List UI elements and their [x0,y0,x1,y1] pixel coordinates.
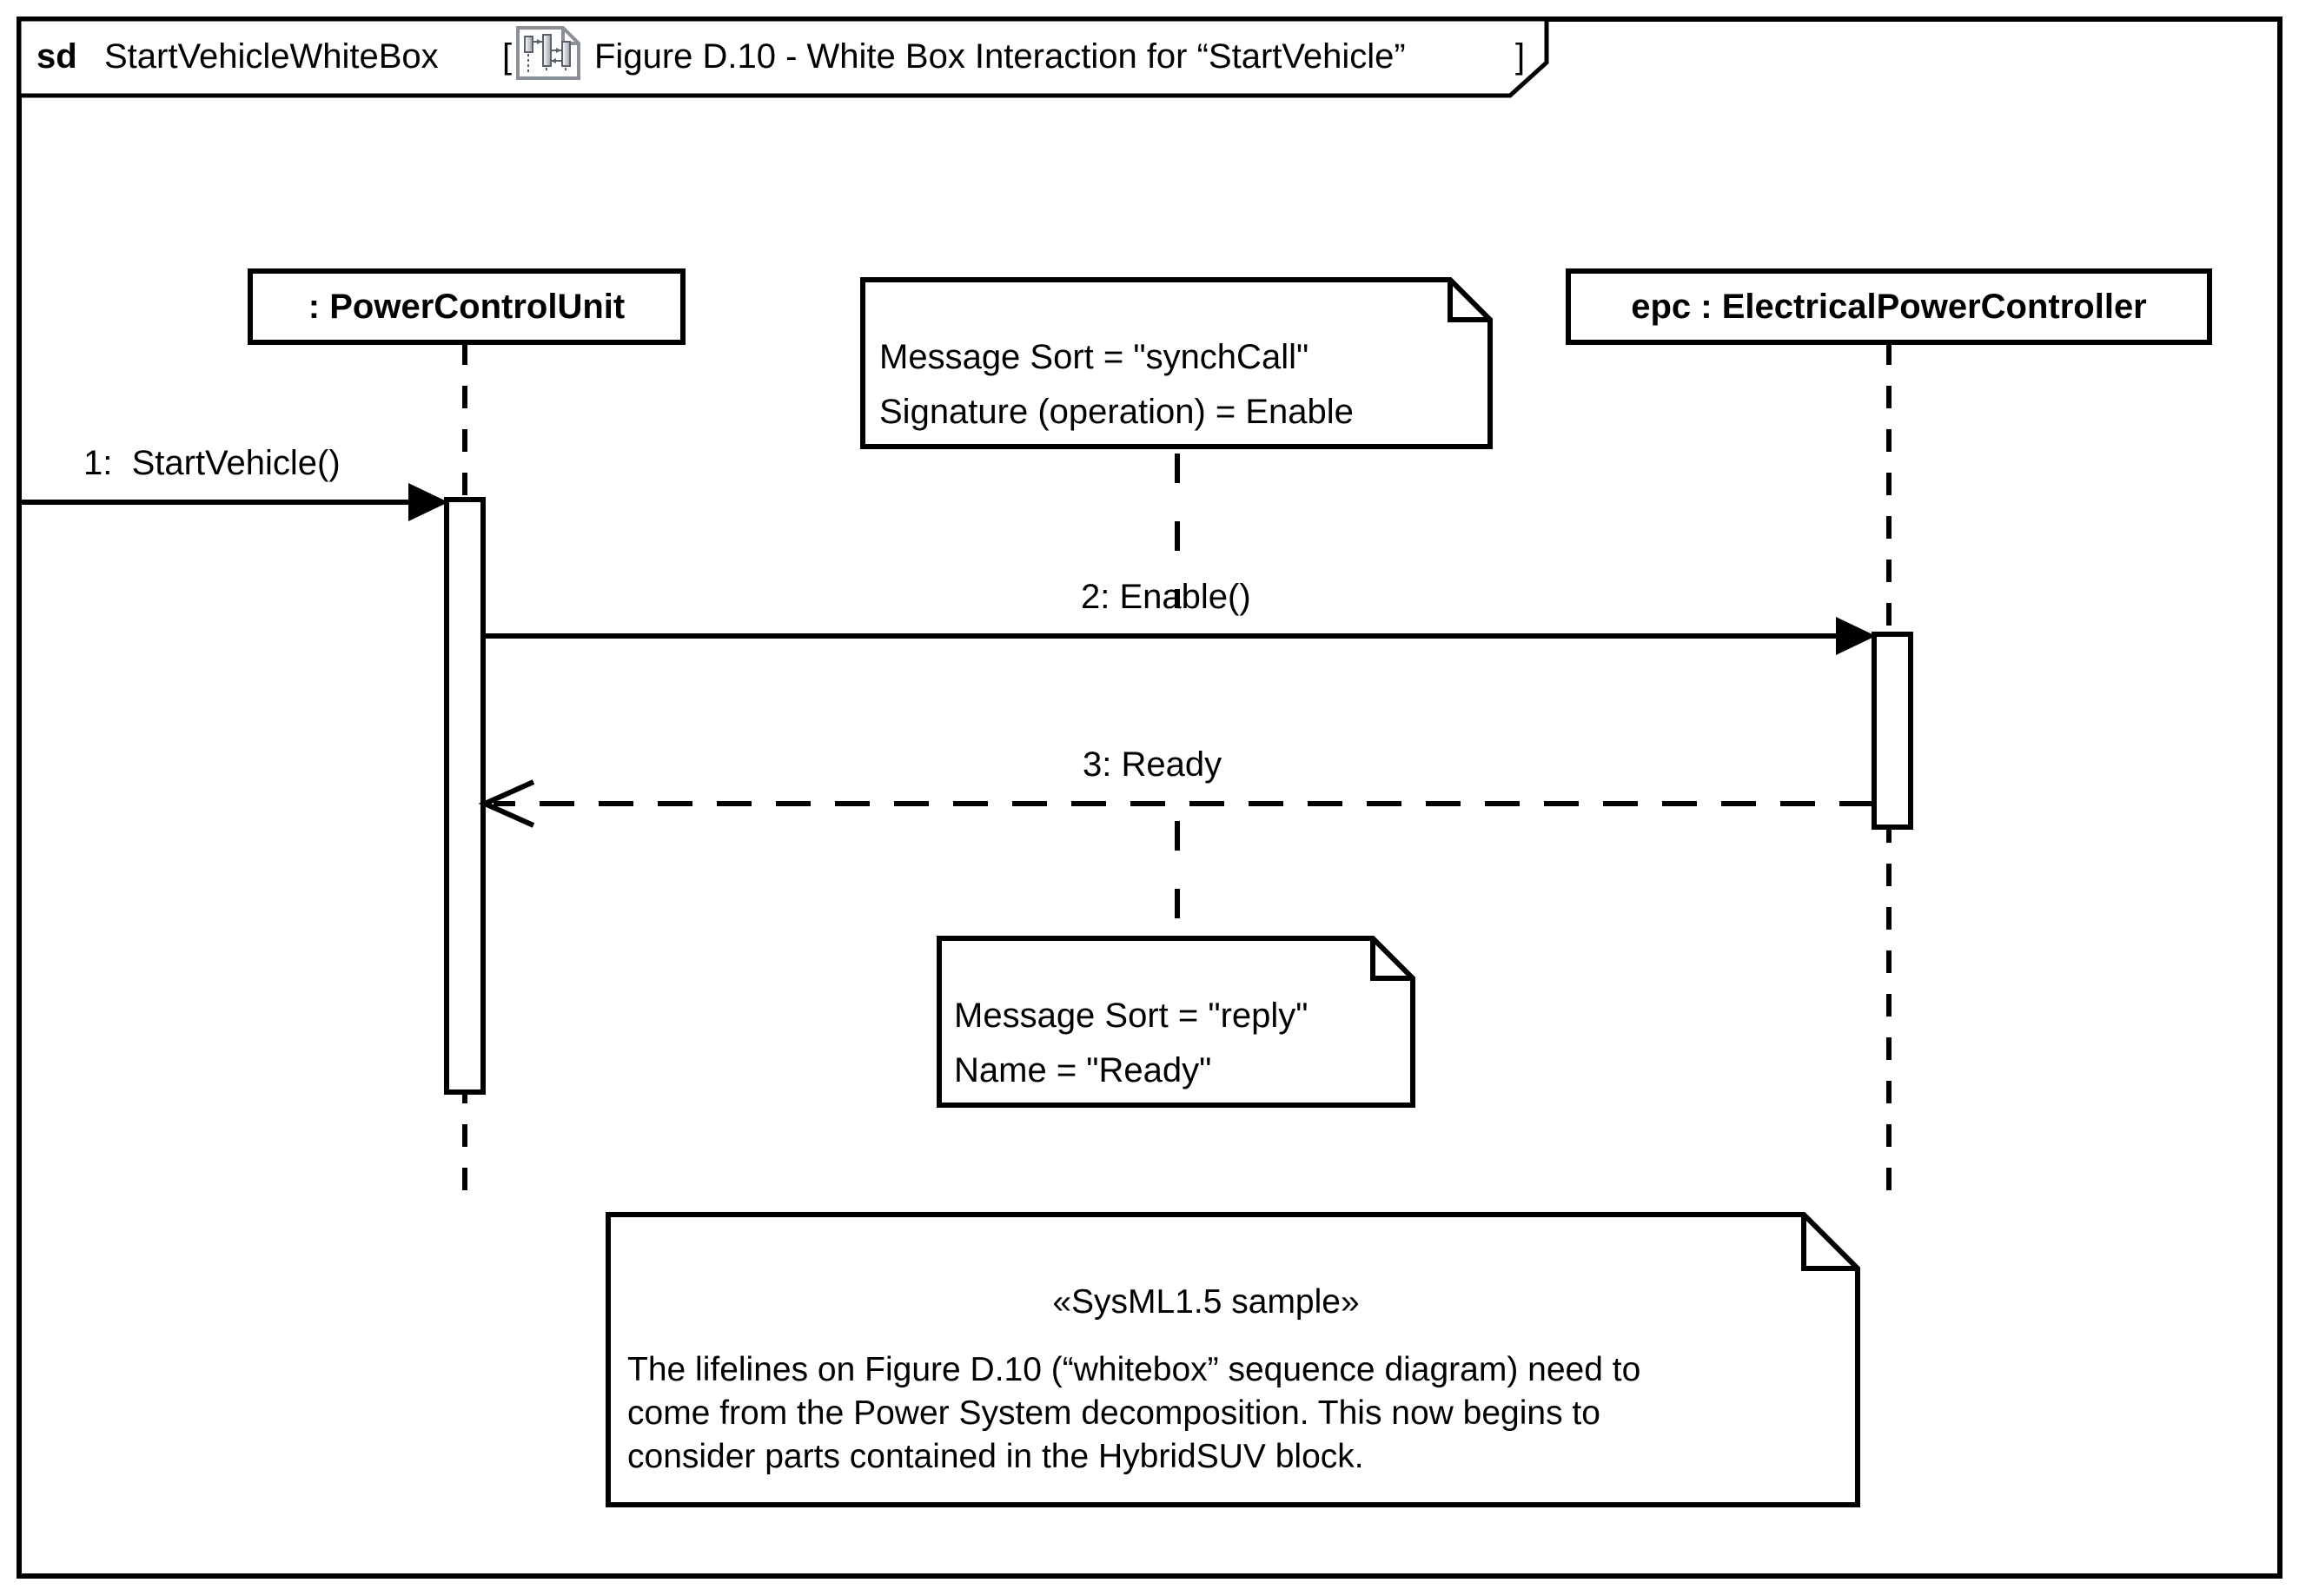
message-2-enable[interactable] [483,617,1876,655]
lifeline-pcu[interactable] [248,268,686,1199]
message-3-ready[interactable] [478,779,1874,828]
note-sysml-stereotype: «SysML1.5 sample» [1052,1283,1360,1321]
note-reply-line-1: Message Sort = "reply" [954,997,1309,1035]
note-synchcall-line-1: Message Sort = "synchCall" [879,338,1309,376]
lifeline-epc[interactable] [1566,268,2212,1199]
message-label-2: 2: Enable() [1081,578,1251,616]
frame-bracket-open: [ [502,37,513,76]
note-sysml-body-line-1: The lifelines on Figure D.10 (“whitebox”… [627,1351,1641,1388]
frame-name-tab [17,17,1549,98]
note-synchcall-line-2: Signature (operation) = Enable [879,393,1354,431]
lifeline-label-text-epc: epc : ElectricalPowerController [1631,287,2147,326]
activation-bar-pcu[interactable] [444,497,486,1095]
note-synchcall[interactable] [860,277,1493,608]
arrowhead-filled-1 [408,483,448,521]
message-label-3: 3: Ready [1083,745,1222,784]
arrowhead-filled-2 [1836,617,1876,655]
lifeline-label-text-pcu: : PowerControlUnit [308,287,626,326]
frame-bracket-close: ] [1515,37,1526,76]
frame-kind-keyword: sd [36,37,77,76]
lifeline-head-label-epc: epc : ElectricalPowerController [1568,271,2210,342]
note-sysml-body: The lifelines on Figure D.10 (“whitebox”… [627,1348,1844,1479]
frame-diagram-name: StartVehicleWhiteBox [104,37,439,76]
lifeline-head-pcu[interactable] [248,268,686,345]
frame-figure-title: Figure D.10 - White Box Interaction for … [594,37,1406,76]
note-sysml-body-line-3: consider parts contained in the HybridSU… [627,1437,1364,1475]
lifeline-head-label-pcu: : PowerControlUnit [250,271,683,342]
note-sysml-sample[interactable] [606,1212,1860,1507]
activation-bar-epc[interactable] [1872,632,1913,830]
message-1-startvehicle[interactable] [19,483,448,521]
message-label-1: 1: StartVehicle() [83,444,341,482]
note-sysml-body-line-2: come from the Power System decomposition… [627,1394,1600,1432]
note-reply-line-2: Name = "Ready" [954,1051,1212,1089]
lifeline-head-epc[interactable] [1566,268,2212,345]
note-reply[interactable] [937,821,1415,1108]
arrowhead-open-3 [478,779,535,828]
sequence-diagram-icon [516,26,580,80]
